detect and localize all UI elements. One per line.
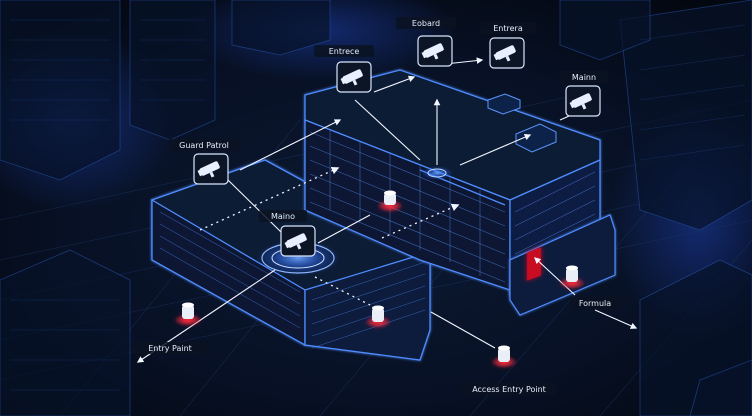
label-access-entry-point: Access Entry Point — [462, 383, 556, 395]
cctv-camera-icon — [569, 93, 592, 110]
cctv-camera-icon — [197, 161, 220, 178]
svg-text:Guard Patrol: Guard Patrol — [179, 141, 229, 150]
sensor-node-entry[interactable] — [174, 302, 202, 327]
svg-text:Mainn: Mainn — [572, 73, 596, 82]
label-main-1: Mainn — [560, 71, 608, 83]
camera-box-guard[interactable] — [193, 153, 229, 185]
cctv-camera-icon — [421, 43, 444, 60]
svg-text:Entrera: Entrera — [493, 24, 523, 33]
camera-box-eobard[interactable] — [417, 35, 453, 67]
right-annex — [509, 214, 616, 316]
cctv-camera-icon — [340, 69, 363, 86]
svg-text:Entry Paint: Entry Paint — [148, 344, 192, 353]
svg-text:Entrece: Entrece — [329, 47, 360, 56]
label-entrance-1: Entrece — [314, 45, 374, 57]
roof-sensor-hub — [421, 166, 453, 180]
sensor-node-mid[interactable] — [365, 305, 391, 329]
camera-box-entrance-1[interactable] — [336, 61, 372, 93]
roof-units — [487, 93, 557, 153]
left-building-facade-lines — [159, 211, 426, 349]
svg-text:Maino: Maino — [271, 212, 295, 221]
cctv-camera-icon — [284, 233, 307, 250]
label-entrance-2: Entrera — [480, 22, 536, 34]
camera-box-main-1[interactable] — [565, 85, 601, 117]
svg-text:Formula: Formula — [579, 299, 611, 308]
sensor-node-1[interactable] — [377, 190, 403, 213]
camera-box-entrance-2[interactable] — [489, 37, 525, 69]
sensor-node-access[interactable] — [491, 345, 517, 369]
cctv-camera-icon — [493, 45, 516, 62]
alert-door-panel — [527, 247, 541, 281]
background-window-lines — [10, 19, 746, 391]
label-formula: Formula — [570, 297, 620, 309]
label-guard-patrol: Guard Patrol — [168, 139, 240, 151]
sensor-node-formula[interactable] — [559, 265, 585, 290]
svg-text:Eobard: Eobard — [412, 19, 440, 28]
camera-box-main-hub[interactable] — [280, 225, 316, 257]
svg-text:Access Entry Point: Access Entry Point — [472, 385, 546, 394]
label-eobard: Eobard — [396, 17, 456, 29]
label-main-hub: Maino — [259, 210, 307, 222]
dotted-connections — [199, 166, 460, 306]
label-entry-point: Entry Paint — [132, 342, 208, 354]
